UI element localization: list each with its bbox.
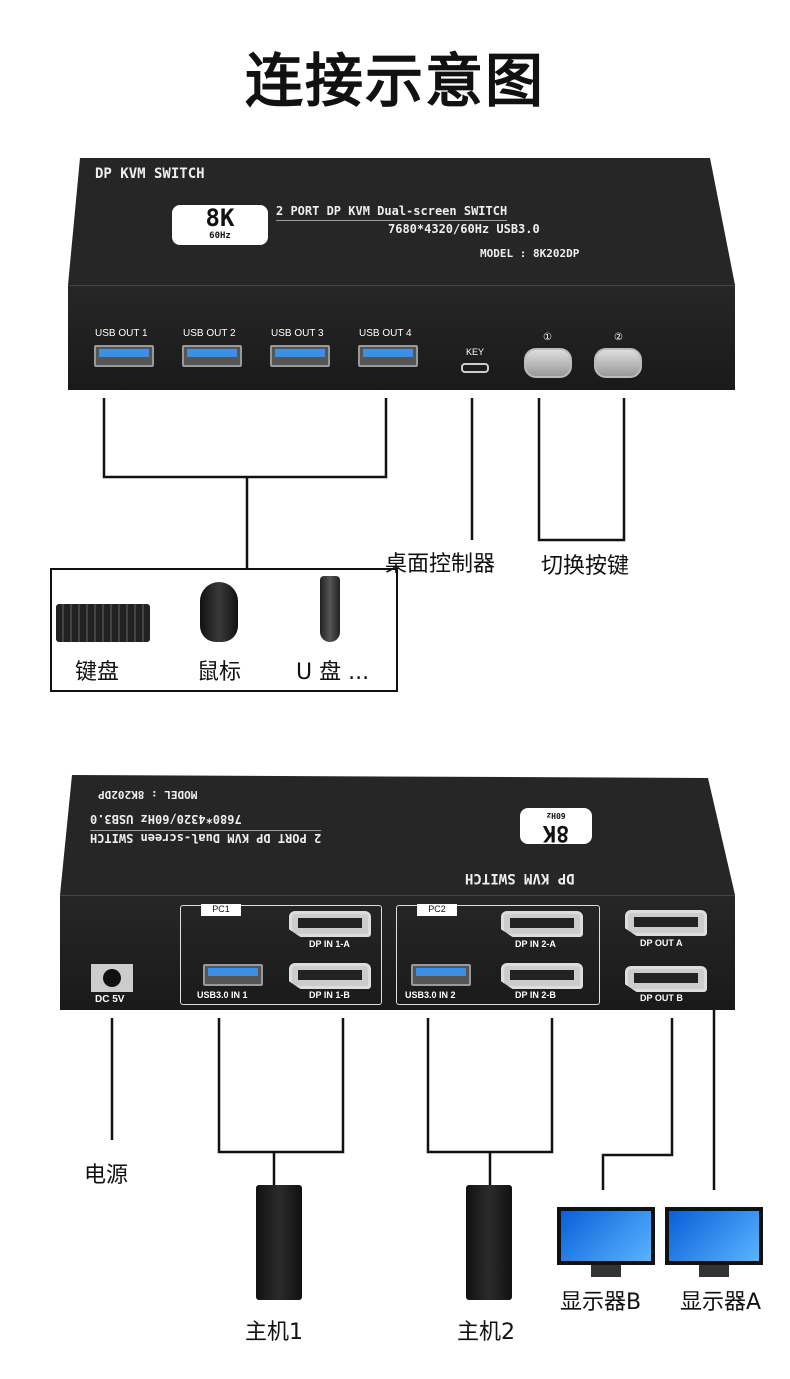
caption-desktop-controller: 桌面控制器 [385, 552, 496, 577]
caption-monitor-b: 显示器B [560, 1290, 642, 1315]
usb-out-label: USB OUT 4 [359, 328, 412, 339]
badge-main: 8K [542, 820, 570, 845]
device-subtitle: 2 PORT DP KVM Dual-screen SWITCH [276, 204, 508, 221]
dc-label: DC 5V [95, 994, 125, 1005]
dp-out-b-label: DP OUT B [640, 993, 683, 1003]
switch-button-2[interactable] [594, 348, 642, 378]
dp-in-label: DP IN 1-A [309, 939, 350, 949]
caption-monitor-a: 显示器A [680, 1290, 762, 1315]
mouse-icon [200, 582, 238, 642]
page-title: 连接示意图 [244, 47, 545, 115]
caption-keyboard: 键盘 [75, 660, 120, 685]
device-name-mirrored: DP KVM SWITCH [465, 870, 575, 886]
dp-in-label: DP IN 2-A [515, 939, 556, 949]
monitor-a-stand [699, 1265, 729, 1277]
dp-port [289, 911, 371, 937]
usb-port [203, 964, 263, 986]
usb-port [270, 345, 330, 367]
device-subtitle-mirrored: 2 PORT DP KVM Dual-screen SWITCH [90, 830, 322, 845]
pc2-tag: PC2 [417, 904, 457, 916]
caption-host-2: 主机2 [457, 1320, 515, 1345]
caption-usb-drive: U 盘 ... [296, 660, 370, 685]
button-2-label: ② [614, 332, 623, 343]
caption-power: 电源 [84, 1163, 129, 1188]
caption-host-1: 主机1 [245, 1320, 303, 1345]
8k-badge-mirrored: 8K 60Hz [520, 808, 592, 845]
usb-port [411, 964, 471, 986]
dc-jack [91, 964, 133, 992]
peripherals-box: 键盘 鼠标 U 盘 ... [50, 568, 398, 692]
badge-sub: 60Hz [209, 231, 231, 241]
host-2-icon [466, 1185, 512, 1300]
badge-main: 8K [205, 204, 235, 232]
switch-button-1[interactable] [524, 348, 572, 378]
pc1-tag: PC1 [201, 904, 241, 916]
device-name: DP KVM SWITCH [95, 166, 205, 182]
device-model: MODEL : 8K202DP [480, 247, 580, 260]
8k-badge: 8K 60Hz [172, 205, 268, 245]
monitor-a-icon [665, 1207, 763, 1265]
monitor-b-stand [591, 1265, 621, 1277]
caption-switch-buttons: 切换按键 [541, 554, 630, 579]
usb-out-label: USB OUT 3 [271, 328, 324, 339]
dp-port [289, 963, 371, 989]
usb-out-label: USB OUT 1 [95, 328, 148, 339]
rear-panel [60, 895, 735, 1010]
pc1-port-group: PC1 DP IN 1-A USB3.0 IN 1 DP IN 1-B [180, 904, 382, 1005]
usb-port [358, 345, 418, 367]
dp-out-a-label: DP OUT A [640, 938, 683, 948]
badge-sub: 60Hz [546, 811, 566, 820]
dp-out-b-port [625, 966, 707, 992]
device-model-mirrored: MODEL : 8K202DP [98, 788, 198, 801]
device-spec: 7680*4320/60Hz USB3.0 [388, 222, 540, 236]
usb-in-label: USB3.0 IN 2 [405, 990, 456, 1000]
monitor-b-icon [557, 1207, 655, 1265]
dp-port [501, 911, 583, 937]
host-1-icon [256, 1185, 302, 1300]
dp-out-a-port [625, 910, 707, 936]
keyboard-icon [56, 604, 150, 642]
usb-port [94, 345, 154, 367]
dp-port [501, 963, 583, 989]
micro-usb-port [461, 363, 489, 373]
dp-in-label: DP IN 2-B [515, 990, 556, 1000]
usb-out-label: USB OUT 2 [183, 328, 236, 339]
usb-in-label: USB3.0 IN 1 [197, 990, 248, 1000]
device-spec-mirrored: 7680*4320/60Hz USB3.0 [90, 812, 242, 826]
dp-in-label: DP IN 1-B [309, 990, 350, 1000]
usb-drive-icon [320, 576, 340, 642]
key-label: KEY [466, 347, 485, 357]
caption-mouse: 鼠标 [197, 660, 242, 685]
pc2-port-group: PC2 DP IN 2-A USB3.0 IN 2 DP IN 2-B [396, 904, 600, 1005]
button-1-label: ① [543, 332, 552, 343]
usb-port [182, 345, 242, 367]
